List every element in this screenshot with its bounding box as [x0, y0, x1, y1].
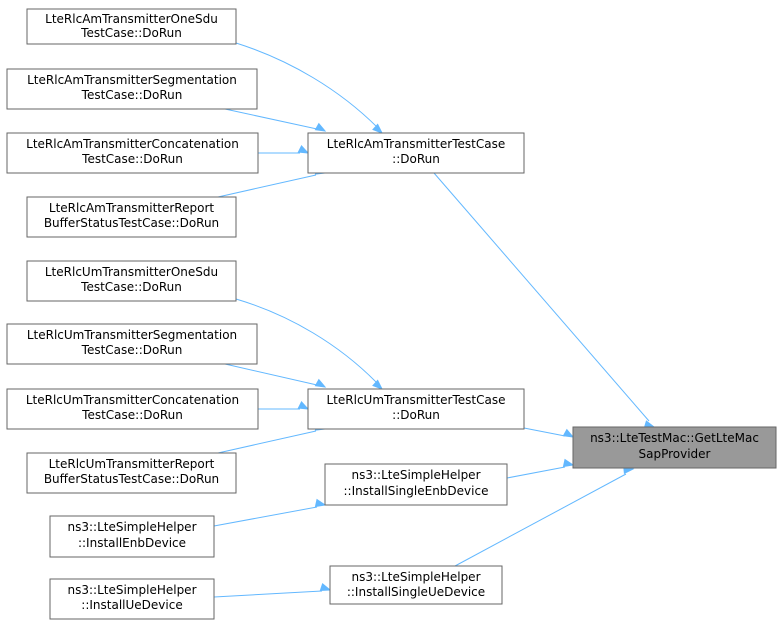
node-install-single-ue-device[interactable]: ns3::LteSimpleHelper ::InstallSingleUeDe…: [329, 565, 503, 605]
edge-line: [433, 172, 650, 422]
svg-text:TestCase::DoRun: TestCase::DoRun: [80, 280, 182, 294]
svg-text:ns3::LteSimpleHelper: ns3::LteSimpleHelper: [352, 468, 481, 482]
svg-text:::InstallSingleEnbDevice: ::InstallSingleEnbDevice: [344, 484, 489, 498]
edge-um_seg-to-um_test: [224, 363, 327, 388]
svg-text:TestCase::DoRun: TestCase::DoRun: [81, 152, 183, 166]
svg-text:ns3::LteSimpleHelper: ns3::LteSimpleHelper: [68, 583, 197, 597]
node-am-concatenation[interactable]: LteRlcAmTransmitterConcatenation TestCas…: [6, 132, 259, 174]
edge-line: [217, 430, 317, 454]
arrowhead-icon: [297, 400, 310, 410]
svg-text:::InstallEnbDevice: ::InstallEnbDevice: [78, 536, 186, 550]
edge-am_concat-to-am_test: [258, 144, 310, 154]
svg-text:TestCase::DoRun: TestCase::DoRun: [81, 88, 183, 102]
arrowhead-icon: [319, 582, 332, 592]
edge-um_onesdu-to-um_test: [235, 298, 384, 390]
svg-text:ns3::LteTestMac::GetLteMac: ns3::LteTestMac::GetLteMac: [590, 431, 759, 445]
edge-um_test-to-root: [523, 427, 575, 438]
edge-line: [224, 363, 318, 386]
arrowhead-icon: [314, 498, 327, 508]
edge-line: [213, 590, 323, 598]
svg-text:ns3::LteSimpleHelper: ns3::LteSimpleHelper: [352, 570, 481, 584]
arrowhead-icon: [562, 458, 575, 468]
edge-line: [217, 174, 317, 198]
svg-text:SapProvider: SapProvider: [639, 447, 711, 461]
svg-text:BufferStatusTestCase::DoRun: BufferStatusTestCase::DoRun: [44, 216, 219, 230]
node-install-enb-device[interactable]: ns3::LteSimpleHelper ::InstallEnbDevice: [49, 515, 215, 558]
node-root-get-lte-mac-sap-provider[interactable]: ns3::LteTestMac::GetLteMac SapProvider: [572, 426, 777, 469]
node-install-ue-device[interactable]: ns3::LteSimpleHelper ::InstallUeDevice: [49, 578, 215, 620]
edge-am_seg-to-am_test: [224, 108, 327, 132]
node-um-report[interactable]: LteRlcUmTransmitterReport BufferStatusTe…: [26, 452, 237, 494]
edge-am_onesdu-to-am_test: [235, 42, 384, 134]
svg-text:TestCase::DoRun: TestCase::DoRun: [81, 408, 183, 422]
node-am-segmentation[interactable]: LteRlcAmTransmitterSegmentation TestCase…: [6, 68, 258, 110]
node-um-onesdu[interactable]: LteRlcUmTransmitterOneSdu TestCase::DoRu…: [26, 260, 237, 302]
arrowhead-icon: [314, 378, 327, 388]
svg-text:LteRlcAmTransmitterTestCase: LteRlcAmTransmitterTestCase: [327, 137, 505, 151]
svg-text:LteRlcUmTransmitterSegmentatio: LteRlcUmTransmitterSegmentation: [27, 328, 237, 342]
svg-text:::InstallSingleUeDevice: ::InstallSingleUeDevice: [347, 585, 485, 599]
arrowhead-icon: [562, 428, 575, 438]
svg-text:::DoRun: ::DoRun: [392, 152, 440, 166]
svg-text:BufferStatusTestCase::DoRun: BufferStatusTestCase::DoRun: [44, 472, 219, 486]
edge-line: [235, 298, 379, 385]
svg-text:LteRlcAmTransmitterConcatenati: LteRlcAmTransmitterConcatenation: [26, 137, 239, 151]
edge-line: [506, 466, 566, 479]
edge-um_concat-to-um_test: [258, 400, 310, 410]
arrowhead-icon: [372, 379, 384, 390]
svg-text:::InstallUeDevice: ::InstallUeDevice: [81, 598, 182, 612]
svg-text:::DoRun: ::DoRun: [392, 408, 440, 422]
svg-text:LteRlcUmTransmitterReport: LteRlcUmTransmitterReport: [49, 457, 215, 471]
edge-single_enb-to-root: [506, 458, 575, 479]
node-am-onesdu[interactable]: LteRlcAmTransmitterOneSdu TestCase::DoRu…: [26, 8, 237, 45]
svg-text:LteRlcAmTransmitterOneSdu: LteRlcAmTransmitterOneSdu: [45, 12, 218, 26]
node-um-segmentation[interactable]: LteRlcUmTransmitterSegmentation TestCase…: [6, 323, 258, 365]
edge-line: [213, 506, 318, 527]
arrowhead-icon: [314, 122, 327, 132]
arrowhead-icon: [372, 123, 384, 134]
node-am-testcase[interactable]: LteRlcAmTransmitterTestCase ::DoRun: [307, 132, 525, 174]
svg-text:LteRlcAmTransmitterSegmentatio: LteRlcAmTransmitterSegmentation: [27, 73, 237, 87]
svg-text:LteRlcUmTransmitterOneSdu: LteRlcUmTransmitterOneSdu: [45, 265, 218, 279]
svg-text:TestCase::DoRun: TestCase::DoRun: [80, 26, 182, 40]
edge-line: [224, 108, 318, 130]
svg-text:LteRlcUmTransmitterConcatenati: LteRlcUmTransmitterConcatenation: [26, 393, 239, 407]
node-um-testcase[interactable]: LteRlcUmTransmitterTestCase ::DoRun: [307, 388, 525, 430]
svg-text:LteRlcUmTransmitterTestCase: LteRlcUmTransmitterTestCase: [327, 393, 506, 407]
edge-line: [523, 427, 566, 437]
svg-text:LteRlcAmTransmitterReport: LteRlcAmTransmitterReport: [49, 201, 214, 215]
edge-line: [235, 42, 379, 129]
node-install-single-enb-device[interactable]: ns3::LteSimpleHelper ::InstallSingleEnbD…: [324, 463, 508, 506]
node-am-report[interactable]: LteRlcAmTransmitterReport BufferStatusTe…: [26, 196, 237, 238]
node-um-concatenation[interactable]: LteRlcUmTransmitterConcatenation TestCas…: [6, 388, 259, 430]
svg-text:TestCase::DoRun: TestCase::DoRun: [81, 343, 183, 357]
arrowhead-icon: [297, 144, 310, 154]
edge-enb_device-to-single_enb: [213, 498, 327, 527]
edge-ue_device-to-single_ue: [213, 582, 332, 598]
edge-line: [454, 473, 627, 567]
svg-text:ns3::LteSimpleHelper: ns3::LteSimpleHelper: [68, 520, 197, 534]
